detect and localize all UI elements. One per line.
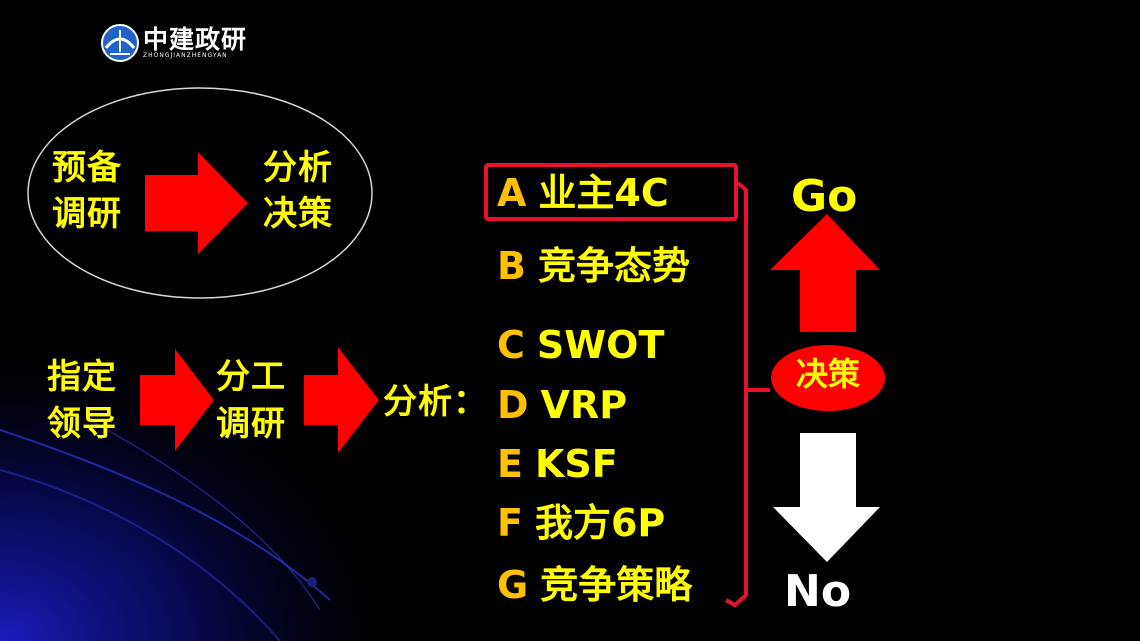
analysis-label-line2: 决策: [263, 194, 333, 234]
option-a-highlight-box: [484, 163, 738, 221]
option-letter: D: [497, 383, 529, 427]
option-letter: E: [497, 442, 523, 486]
analysis-colon-label: 分析：: [383, 382, 488, 422]
prep-label-line2: 调研: [52, 194, 122, 234]
research-label-line2: 调研: [216, 404, 286, 444]
go-label: Go: [791, 171, 858, 222]
preparation-ellipse: [27, 87, 373, 299]
arrow-up-icon: [770, 214, 880, 332]
arrow-right-icon: [304, 347, 379, 453]
option-text: 我方6P: [534, 501, 666, 545]
glow-curve: [0, 429, 331, 601]
option-letter: G: [497, 563, 529, 607]
no-label: No: [784, 566, 852, 617]
option-letter: B: [497, 244, 526, 288]
logo-icon: [101, 24, 139, 62]
option-letter: F: [497, 501, 523, 545]
glow-curve: [0, 469, 281, 641]
option-text: 业主4C: [538, 171, 669, 215]
glow-dot: [307, 577, 317, 587]
assign-label-line1: 指定: [47, 357, 117, 397]
option-letter: A: [497, 171, 527, 215]
arrow-down-icon: [773, 433, 880, 562]
option-text: SWOT: [536, 323, 665, 367]
analysis-label-line1: 分析: [263, 148, 333, 188]
option-text: 竞争态势: [537, 244, 690, 288]
decision-ellipse: [771, 345, 885, 411]
prep-label-line1: 预备: [52, 148, 122, 188]
decision-label: 决策: [795, 355, 860, 393]
option-text: VRP: [540, 383, 628, 427]
option-letter: C: [497, 323, 525, 367]
glow-curve: [89, 419, 321, 611]
option-text: 竞争策略: [540, 563, 693, 607]
options-bracket: [725, 181, 770, 608]
arrow-right-icon: [145, 152, 248, 254]
assign-label-line2: 领导: [47, 404, 117, 444]
option-text: KSF: [534, 442, 618, 486]
research-label-line1: 分工: [216, 357, 286, 397]
logo-name: 中建政研: [143, 25, 248, 54]
arrow-right-icon: [140, 349, 214, 451]
logo-subtitle: ZHONGJIANZHENGYAN: [143, 52, 228, 59]
